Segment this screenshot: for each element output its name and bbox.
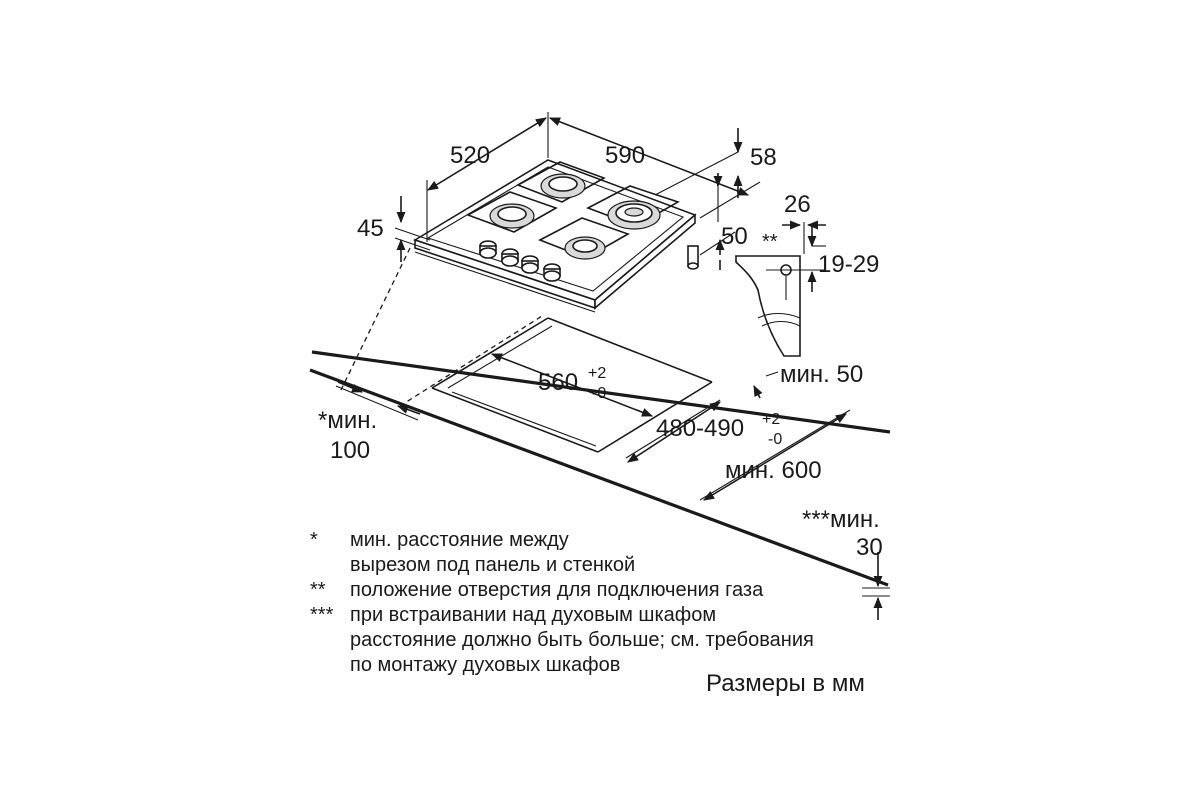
dim-520-label: 520 bbox=[450, 142, 490, 169]
cutout-560-label: 560 bbox=[538, 369, 578, 396]
control-knobs bbox=[479, 240, 561, 282]
burner-back-left bbox=[540, 173, 586, 199]
footnote-1-line-1: мин. расстояние между bbox=[350, 529, 569, 551]
burner-right-wok bbox=[607, 200, 661, 230]
cutout-480-tol-minus: -0 bbox=[768, 431, 782, 448]
cutout-560-tol-plus: +2 bbox=[588, 365, 606, 382]
dim-590-label: 590 bbox=[605, 142, 645, 169]
cutout-480-tol-plus: +2 bbox=[762, 411, 780, 428]
dim-19-29-label: 19-29 bbox=[818, 251, 879, 278]
footnote-2-mark: ** bbox=[310, 579, 326, 601]
min-100-label-line2: 100 bbox=[330, 437, 370, 464]
footnote-3-mark: *** bbox=[310, 604, 334, 626]
min-600-label: мин. 600 bbox=[725, 457, 822, 484]
footnote-3-line-3: по монтажу духовых шкафов bbox=[350, 654, 620, 676]
min-30-label-line1: ***мин. bbox=[802, 506, 880, 533]
cutout-dimension-lines bbox=[335, 353, 890, 620]
gas-hob bbox=[413, 159, 699, 313]
min-30-label-line2: 30 bbox=[856, 534, 883, 561]
min-100-label-line1: *мин. bbox=[318, 407, 377, 434]
cutout-480-490-label: 480-490 bbox=[656, 415, 744, 442]
burner-left bbox=[489, 203, 535, 229]
footnote-2-line-1: положение отверстия для подключения газа bbox=[350, 579, 764, 601]
gas-connection-marker: ** bbox=[762, 231, 778, 253]
dim-50-label: 50 bbox=[721, 223, 748, 250]
dim-45-label: 45 bbox=[357, 215, 384, 242]
dim-58-label: 58 bbox=[750, 144, 777, 171]
min-50-label: мин. 50 bbox=[780, 361, 863, 388]
burner-front bbox=[564, 236, 606, 260]
footnote-1-line-2: вырезом под панель и стенкой bbox=[350, 554, 635, 576]
footnote-3-line-1: при встраивании над духовым шкафом bbox=[350, 604, 716, 626]
side-profile-detail bbox=[735, 220, 826, 357]
cutout-560-tol-minus: -0 bbox=[592, 385, 606, 402]
hob-dimension-lines bbox=[394, 112, 761, 270]
footnotes: * мин. расстояние между вырезом под пане… bbox=[310, 529, 814, 676]
units-caption: Размеры в мм bbox=[706, 670, 865, 697]
dim-26-label: 26 bbox=[784, 191, 811, 218]
cutout-560-value: 560 bbox=[538, 369, 578, 396]
footnote-3-line-2: расстояние должно быть больше; см. требо… bbox=[350, 629, 814, 651]
projection-lines bbox=[339, 247, 543, 407]
gas-connector bbox=[687, 245, 699, 270]
footnote-1-mark: * bbox=[310, 529, 318, 551]
